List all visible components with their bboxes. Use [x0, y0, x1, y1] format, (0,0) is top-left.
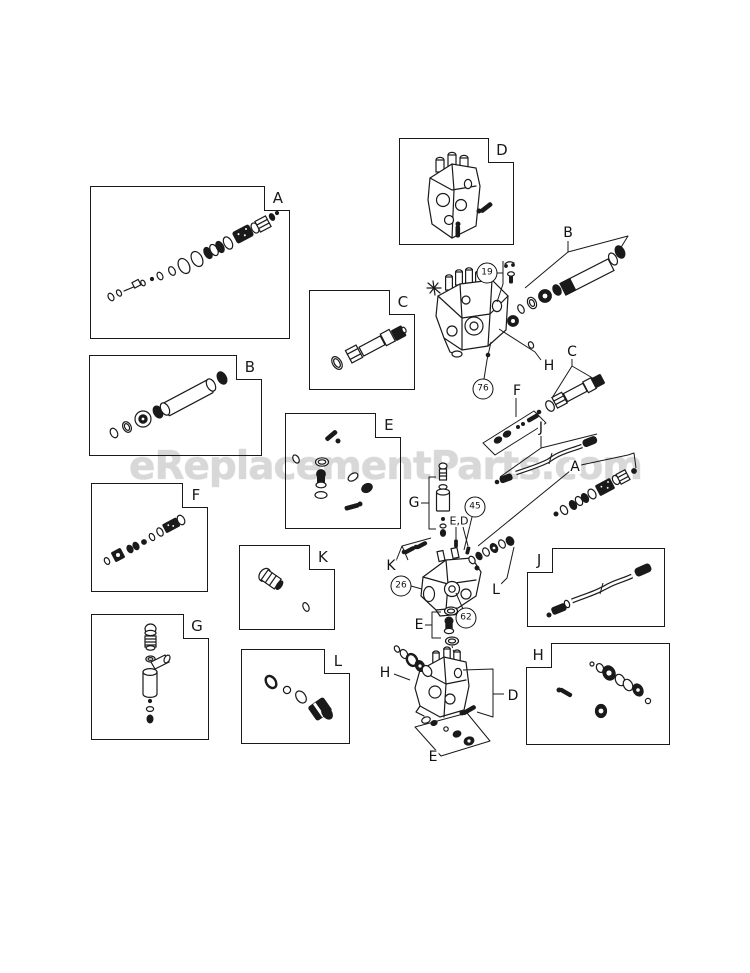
callout-letter-e-mid: E: [413, 617, 425, 633]
parts-drawing-j: [546, 563, 652, 618]
detail-box-k: K: [239, 544, 336, 630]
main-assembly-lower-manifold: [414, 646, 470, 718]
callout-letter-ed-pair: E,D: [448, 514, 470, 528]
callout-62-leader: [455, 592, 464, 610]
main-assembly-upper-pump: [426, 267, 519, 358]
parts-drawing-e: [292, 430, 373, 511]
parts-drawing-k: [258, 567, 310, 612]
callout-letter-c-mid: C: [566, 344, 578, 360]
detail-box-b: B: [89, 354, 263, 456]
detail-box-j-label: J: [536, 550, 542, 569]
callout-letter-g-mid: G: [407, 495, 421, 511]
callout-45-leader: [463, 516, 473, 551]
callout-letter-d-lower: D: [506, 688, 520, 704]
callout-letter-j-mid: J: [537, 420, 545, 436]
detail-box-b-label: B: [244, 357, 256, 376]
parts-drawing-h: [556, 661, 652, 719]
callout-letter-a-mid: A: [569, 459, 581, 475]
parts-drawing-l: [264, 674, 333, 721]
detail-box-e-label-tab: E: [375, 412, 402, 438]
detail-box-b-label-tab: B: [236, 354, 263, 380]
detail-box-l: L: [241, 648, 351, 744]
parts-drawing-f: [103, 514, 186, 565]
detail-box-d-label-tab: D: [488, 137, 515, 163]
detail-box-g: G: [91, 613, 210, 740]
callout-76-leader: [483, 341, 492, 380]
parts-drawing-d: [427, 151, 493, 239]
callout-b-series: [517, 235, 629, 314]
parts-drawing-b: [109, 371, 228, 439]
parts-drawing-a: [107, 210, 280, 302]
detail-box-k-label: K: [317, 547, 328, 566]
callout-j-series: [494, 433, 598, 485]
parts-drawing-g: [142, 623, 171, 724]
callout-letter-e-lower: E: [427, 749, 439, 765]
detail-box-g-label-tab: G: [183, 613, 210, 639]
detail-box-c: C: [309, 289, 416, 390]
callout-h-upper-leader: [498, 328, 542, 361]
detail-box-l-label: L: [333, 651, 343, 670]
detail-box-c-label: C: [397, 292, 409, 311]
callout-e-lower-series: [414, 712, 491, 757]
callout-letter-h-lower: H: [378, 665, 392, 681]
detail-box-f-label-tab: F: [182, 482, 209, 508]
detail-box-e-label: E: [384, 415, 394, 434]
detail-box-a-label-tab: A: [264, 185, 291, 211]
circled-ref-45: 45: [464, 496, 486, 518]
callout-19-leader: [496, 261, 516, 303]
callout-letter-k-mid: K: [385, 558, 397, 574]
callout-k-series: [395, 537, 432, 562]
callout-a-series: [477, 452, 637, 547]
detail-box-d-label: D: [496, 140, 508, 159]
detail-box-e: E: [285, 412, 402, 529]
detail-box-k-label-tab: K: [309, 544, 336, 570]
detail-box-h: H: [525, 642, 670, 745]
callout-l-series: [468, 536, 515, 585]
callout-g-series: [421, 462, 451, 537]
detail-box-a: A: [90, 185, 291, 339]
detail-box-a-label: A: [272, 188, 284, 207]
callout-d-lower-leader: [459, 668, 504, 718]
detail-box-j: J: [526, 547, 665, 627]
detail-box-c-label-tab: C: [389, 289, 416, 315]
circled-ref-26: 26: [390, 575, 412, 597]
callout-e-mid-series: [425, 606, 460, 654]
detail-box-h-label: H: [532, 645, 544, 664]
detail-box-j-label-tab: J: [526, 547, 553, 573]
callout-h-lower-series: [393, 645, 433, 681]
callout-letter-h-upper: H: [542, 358, 556, 374]
callout-f-series: [482, 398, 547, 456]
callout-letter-f-mid: F: [511, 383, 523, 399]
circled-ref-76: 76: [472, 378, 494, 400]
detail-box-d: D: [399, 137, 515, 245]
callout-letter-b-upper: B: [562, 225, 574, 241]
circled-ref-62: 62: [455, 607, 477, 629]
detail-box-h-label-tab: H: [525, 642, 552, 668]
detail-box-f: F: [91, 482, 209, 592]
main-assembly-lower-pump-head: [420, 546, 482, 617]
detail-box-l-label-tab: L: [324, 648, 351, 674]
detail-box-g-label: G: [191, 616, 203, 635]
callout-c-series: [545, 358, 605, 412]
parts-drawing-c: [331, 325, 407, 370]
circled-ref-19: 19: [476, 262, 498, 284]
callout-letter-l-mid: L: [491, 582, 501, 598]
detail-box-f-label: F: [191, 485, 201, 504]
